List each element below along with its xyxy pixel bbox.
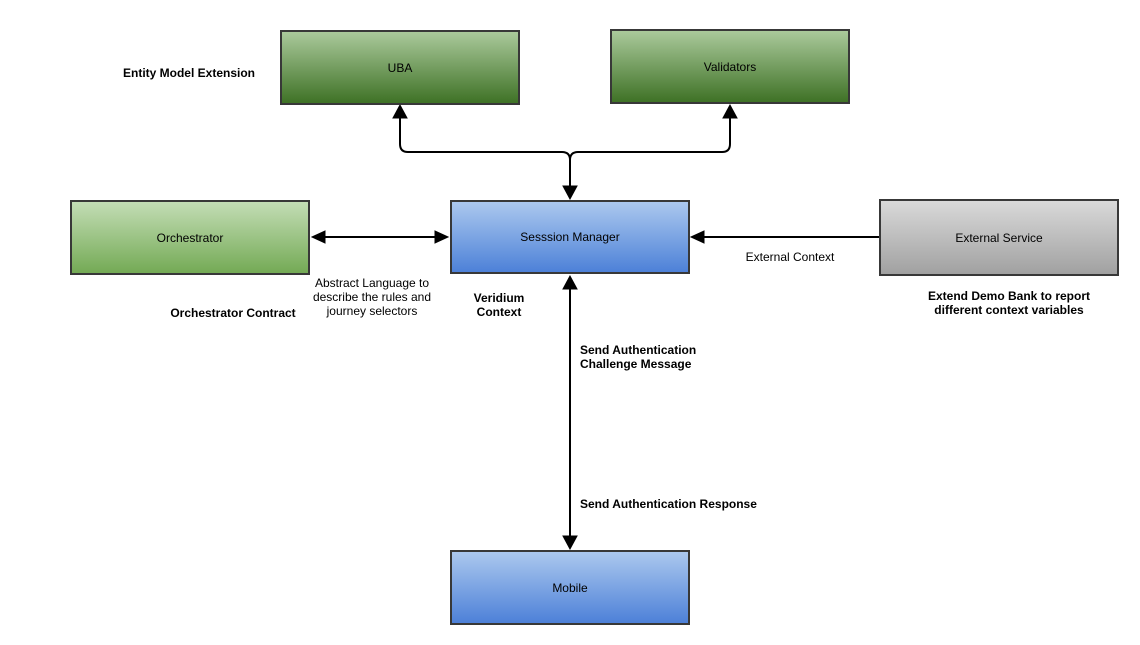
annotation-external-context: External Context xyxy=(745,250,835,264)
arrowhead-into-session-left xyxy=(434,230,450,244)
node-mobile-label: Mobile xyxy=(552,580,588,595)
node-validators: Validators xyxy=(610,29,850,104)
node-session-manager-label: Sesssion Manager xyxy=(520,230,620,244)
edge-session-to-validators xyxy=(569,117,731,161)
annotation-send-auth-response: Send Authentication Response xyxy=(580,497,757,511)
node-orchestrator-label: Orchestrator xyxy=(156,230,224,245)
annotation-send-auth-challenge: Send Authentication Challenge Message xyxy=(580,343,697,371)
annotation-entity-model-extension: Entity Model Extension xyxy=(122,66,255,80)
node-external-service: External Service xyxy=(879,199,1119,276)
node-uba: UBA xyxy=(280,30,520,105)
edge-session-to-uba xyxy=(399,117,571,187)
arrowhead-into-uba xyxy=(392,103,408,119)
node-orchestrator: Orchestrator xyxy=(70,200,310,275)
arrowhead-into-session-right xyxy=(689,230,705,244)
annotation-extend-demo-bank: Extend Demo Bank to report different con… xyxy=(927,289,1091,317)
arrowhead-into-session-bottom xyxy=(562,274,578,290)
arrowhead-into-mobile xyxy=(562,535,578,551)
annotation-orchestrator-contract: Orchestrator Contract xyxy=(170,306,296,320)
node-external-service-label: External Service xyxy=(955,230,1043,245)
arrowhead-branch-into-session xyxy=(562,185,578,201)
arrowhead-into-validators xyxy=(722,103,738,119)
arrowhead-into-orchestrator xyxy=(310,230,326,244)
node-validators-label: Validators xyxy=(703,59,757,74)
annotation-abstract-language: Abstract Language to describe the rules … xyxy=(312,276,432,318)
node-uba-label: UBA xyxy=(387,60,413,75)
node-session-manager: Sesssion Manager xyxy=(450,200,690,274)
node-mobile: Mobile xyxy=(450,550,690,625)
annotation-veridium-context: Veridium Context xyxy=(473,291,525,319)
